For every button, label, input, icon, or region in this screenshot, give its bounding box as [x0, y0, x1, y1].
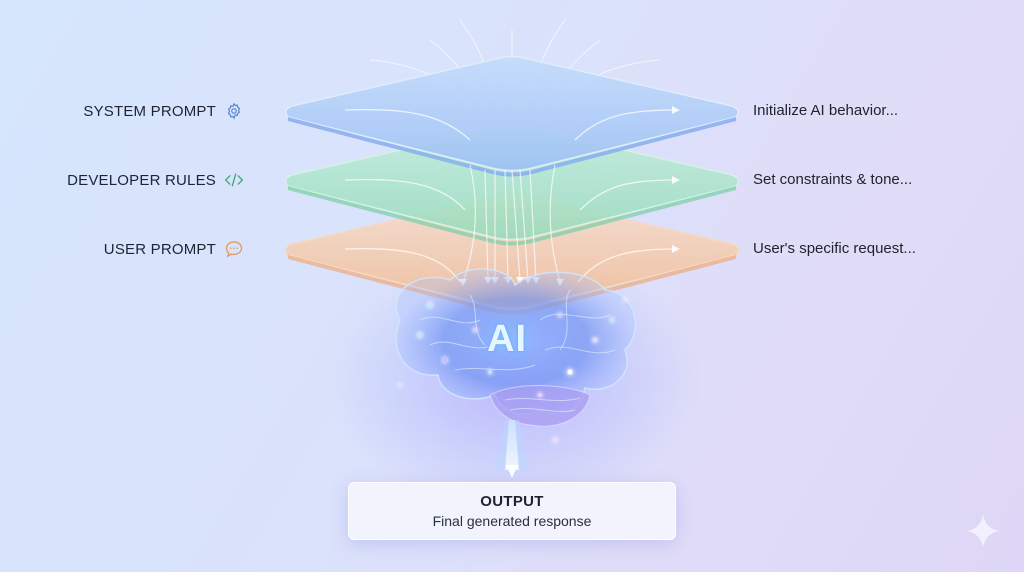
output-title: OUTPUT — [480, 493, 544, 510]
system-prompt-title: SYSTEM PROMPT — [83, 102, 216, 120]
gear-icon — [224, 101, 244, 121]
sparkle-icon — [964, 512, 1002, 555]
system-prompt-layer — [285, 55, 739, 177]
code-icon — [224, 170, 244, 190]
user-prompt-label: USER PROMPT — [104, 239, 244, 259]
user-prompt-title: USER PROMPT — [103, 240, 216, 258]
developer-rules-title: DEVELOPER RULES — [67, 171, 216, 189]
developer-rules-description: Set constraints & tone... — [753, 171, 913, 188]
developer-rules-layer — [285, 124, 739, 246]
user-prompt-description: User's specific request... — [753, 240, 916, 257]
output-box: OUTPUT Final generated response — [348, 482, 676, 540]
developer-rules-label: DEVELOPER RULES — [67, 170, 244, 190]
system-prompt-label: SYSTEM PROMPT — [83, 101, 244, 121]
ai-core-label: AI — [487, 318, 527, 360]
output-subtitle: Final generated response — [432, 513, 592, 529]
brain-illustration — [395, 268, 636, 478]
system-prompt-description: Initialize AI behavior... — [753, 102, 899, 119]
chat-bubble-icon — [224, 239, 244, 259]
